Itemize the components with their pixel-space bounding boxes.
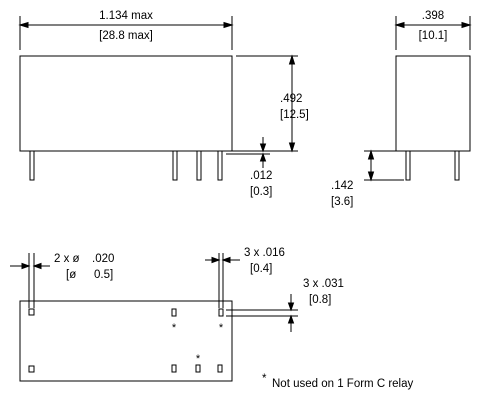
slot-length-dimension-lines <box>226 294 298 332</box>
width-dimension-lines <box>394 16 472 50</box>
asterisk-marker-slot-1: * <box>172 322 177 334</box>
height-metric: [12.5] <box>280 109 309 121</box>
pin-hole-2 <box>28 365 35 373</box>
slot-width-imperial: 3 x .016 <box>244 247 285 259</box>
slot-length-metric: [0.8] <box>309 294 331 306</box>
length-metric: [28.8 max] <box>99 30 153 42</box>
slot-3 <box>171 364 177 373</box>
pin-diameter-label: 2 x ø <box>54 253 80 265</box>
slot-length-imperial: 3 x .031 <box>303 278 344 290</box>
front-pin-1 <box>29 150 35 181</box>
width-imperial: .398 <box>422 10 444 22</box>
slot-5 <box>217 364 223 373</box>
front-pin-4 <box>217 150 223 181</box>
side-view-body <box>395 55 471 152</box>
side-pin-1 <box>405 150 411 181</box>
length-imperial: 1.134 max <box>99 10 153 22</box>
pin-thickness-metric: [0.3] <box>250 186 272 198</box>
slot-1 <box>171 308 177 317</box>
front-view-body <box>19 55 233 152</box>
width-metric: [10.1] <box>419 30 448 42</box>
side-pin-2 <box>454 150 460 181</box>
pin-length-metric: [3.6] <box>331 196 353 208</box>
slot-2 <box>218 308 224 317</box>
pin-length-imperial: .142 <box>331 180 353 192</box>
front-pin-3 <box>196 150 202 181</box>
asterisk-marker-slot-4: * <box>196 353 201 365</box>
slot-width-metric: [0.4] <box>250 263 272 275</box>
slot-4 <box>195 364 201 373</box>
asterisk-marker-slot-2: * <box>219 322 224 334</box>
pin-thickness-imperial: .012 <box>250 170 272 182</box>
slot-width-dimension-lines <box>205 253 240 308</box>
length-dimension-lines <box>18 16 234 50</box>
bottom-view-body <box>19 300 233 382</box>
pin-hole-1 <box>28 308 35 316</box>
front-pin-2 <box>172 150 178 181</box>
pin-diameter-imperial: .020 <box>92 253 114 265</box>
footnote-text: Not used on 1 Form C relay <box>272 378 414 390</box>
pin-diameter-metric-prefix: [ø <box>66 269 76 281</box>
footnote-symbol: * <box>262 373 267 385</box>
pin-thickness-dimension-lines <box>226 137 270 168</box>
pin-diameter-dimension-lines <box>10 253 50 308</box>
pin-diameter-metric: 0.5] <box>94 269 113 281</box>
pin-length-dimension-lines <box>364 149 404 182</box>
height-imperial: .492 <box>280 93 302 105</box>
